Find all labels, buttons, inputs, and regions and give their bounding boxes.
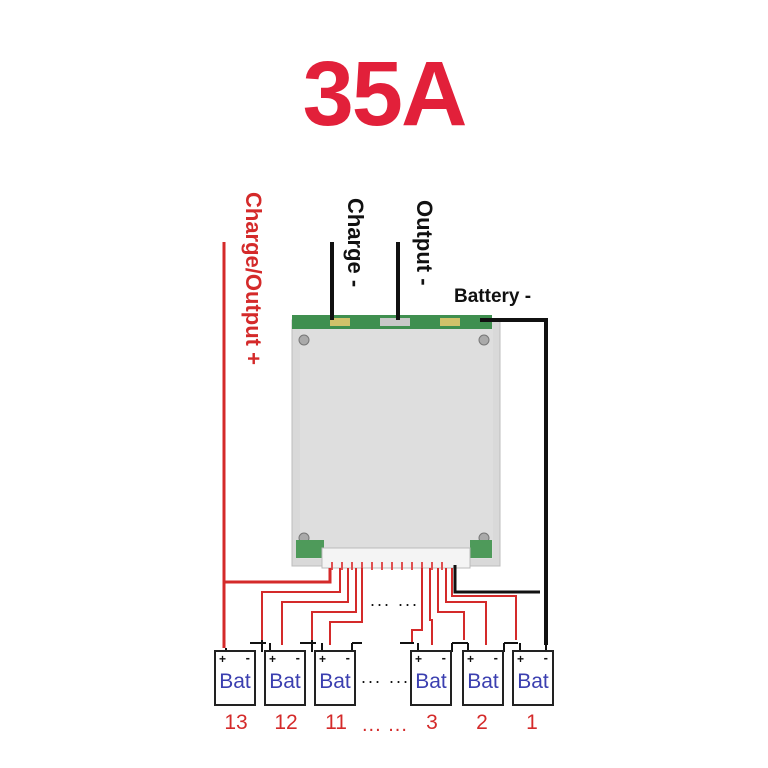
balance-wires-right [411, 568, 517, 645]
plus-sign: + [517, 652, 525, 666]
battery-cell: + - Bat [264, 650, 306, 706]
wire-ellipsis: ... ... [370, 590, 420, 610]
cell-label: Bat [319, 670, 351, 693]
plus-sign: + [269, 652, 277, 666]
output-minus-label: Output - [412, 200, 437, 286]
minus-sign: - [543, 650, 548, 665]
cell-number: 2 [476, 711, 488, 734]
charge-minus-label: Charge - [343, 198, 368, 288]
minus-sign: - [441, 650, 446, 665]
cell-number: 13 [224, 711, 248, 734]
plus-sign: + [319, 652, 327, 666]
cell-number: 11 [325, 711, 347, 734]
negative-wires [330, 242, 548, 645]
minus-sign: - [493, 650, 498, 665]
cell-number: 3 [426, 711, 438, 734]
battery-minus-label: Battery - [454, 286, 532, 307]
cell-number: 12 [274, 711, 298, 734]
battery-cell: + - Bat [512, 650, 554, 706]
page-title: 35A [302, 43, 468, 145]
cell-label: Bat [517, 670, 549, 693]
cell-body [214, 650, 256, 706]
positive-main-wire [222, 242, 332, 648]
terminal-pad [440, 318, 460, 326]
terminal-pad [380, 318, 410, 326]
charge-output-plus-label: Charge/Output + [241, 192, 266, 365]
cell-label: Bat [269, 670, 301, 693]
battery-minus-wire [480, 318, 548, 645]
battery-cell: + - Bat [410, 650, 452, 706]
number-ellipsis: ... ... [362, 714, 408, 736]
cell-label: Bat [415, 670, 447, 693]
balance-wires-left [261, 568, 363, 645]
battery-cell: + - Bat [314, 650, 356, 706]
balance-negative-wire [453, 565, 540, 594]
cell-body [264, 650, 306, 706]
battery-cell: + - Bat [214, 650, 256, 706]
screw-hole [298, 334, 310, 346]
screw-hole [478, 334, 490, 346]
cell-label: Bat [467, 670, 499, 693]
balance-connector [321, 547, 471, 569]
cell-body [462, 650, 504, 706]
cell-body [512, 650, 554, 706]
plus-sign: + [219, 652, 227, 666]
cell-body [410, 650, 452, 706]
minus-sign: - [295, 650, 300, 665]
minus-sign: - [245, 650, 250, 665]
board-edge-green [296, 540, 324, 558]
cell-number: 1 [526, 711, 538, 734]
cell-label: Bat [219, 670, 251, 693]
minus-sign: - [345, 650, 350, 665]
cell-body [314, 650, 356, 706]
terminal-pad [330, 318, 350, 326]
plus-sign: + [467, 652, 475, 666]
plus-sign: + [415, 652, 423, 666]
board-edge-green [470, 540, 492, 558]
cell-ellipsis: ... ... [361, 667, 411, 687]
board-cover [300, 327, 493, 559]
bms-board [291, 315, 501, 570]
battery-cell: + - Bat [462, 650, 504, 706]
